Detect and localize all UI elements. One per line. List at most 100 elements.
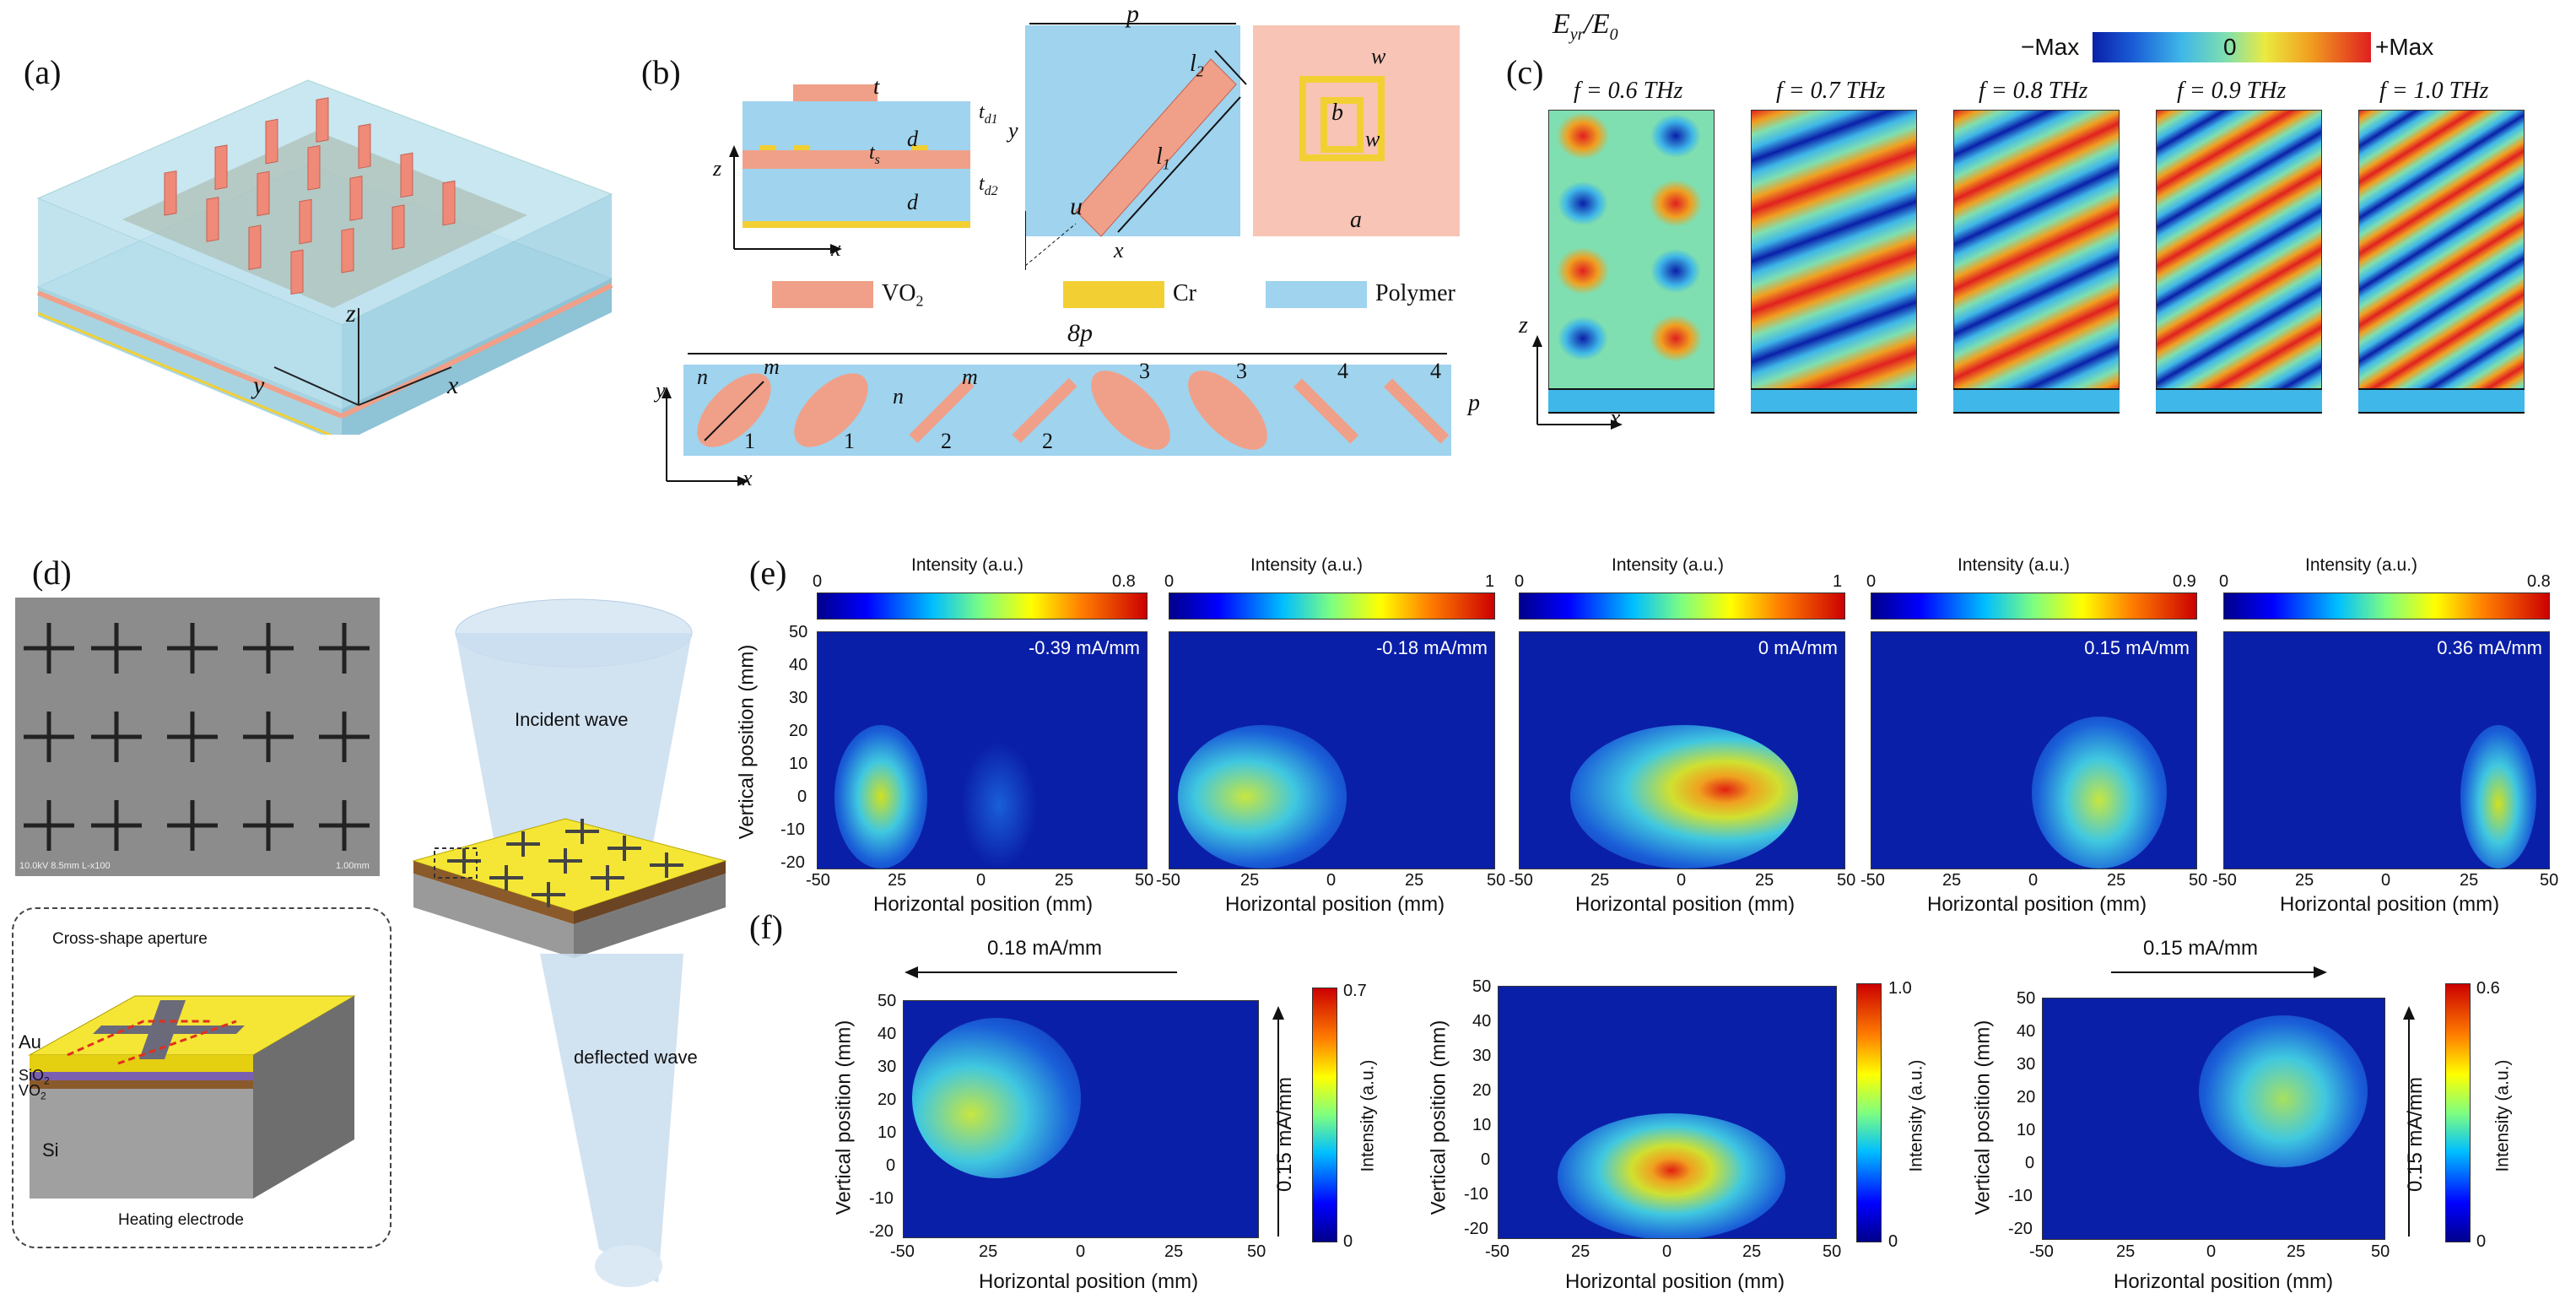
e-xtick: -50	[2212, 871, 2237, 890]
e-colorbar-2	[1169, 593, 1495, 620]
e-xtick: 25	[1240, 871, 1260, 890]
e-xlabel-4: Horizontal position (mm)	[1927, 893, 2147, 916]
legend-vo2-swatch	[772, 281, 873, 308]
b-super-p: p	[1468, 390, 1480, 416]
b-cross-section	[743, 84, 970, 228]
e-xtick: 0	[1677, 871, 1687, 890]
b-num-2b: 2	[1042, 429, 1053, 453]
b-unit-cell	[1253, 25, 1460, 236]
f-cbar-title-2: Intensity (a.u.)	[1906, 1059, 1926, 1172]
c-field-map-3	[1953, 110, 2120, 411]
f-ytick: 30	[878, 1058, 897, 1076]
f-ytick: 20	[1472, 1081, 1492, 1100]
f-xtick: 0	[2206, 1242, 2217, 1261]
c-freq-1: f = 0.6 THz	[1574, 78, 1683, 104]
c-substrate-3	[1953, 388, 2120, 414]
d-heater-label: Heating electrode	[118, 1211, 244, 1229]
b-cross-z: z	[713, 156, 722, 181]
f-xtick: 50	[2371, 1242, 2390, 1261]
c-colorbar	[2093, 32, 2371, 62]
b-cross-x: x	[831, 236, 841, 261]
f-colorbar-3	[2445, 983, 2471, 1242]
f-colorbar-1	[1312, 988, 1337, 1242]
e-heatmap-3: 0 mA/mm	[1519, 631, 1845, 869]
c-field-map-4	[2156, 110, 2322, 411]
e-xtick: 50	[1837, 871, 1856, 890]
f-v-current-3: 0.15 mA/mm	[2404, 1076, 2427, 1193]
c-cbar-min: −Max	[2021, 34, 2080, 60]
f-h-current-3: 0.15 mA/mm	[2143, 937, 2259, 960]
e-current-1: -0.39 mA/mm	[1028, 637, 1140, 658]
e-xtick: 50	[1135, 871, 1154, 890]
e-xtick: 25	[2295, 871, 2314, 890]
f-ytick: -10	[869, 1189, 894, 1208]
c-substrate-5	[2358, 388, 2525, 414]
e-cbar-title-5: Intensity (a.u.)	[2305, 555, 2418, 575]
e-cbar-title-2: Intensity (a.u.)	[1250, 555, 1364, 575]
b-w-label-2: w	[1365, 127, 1380, 151]
e-xtick: -50	[1156, 871, 1180, 890]
e-colorbar-3	[1519, 593, 1845, 620]
b-u-label: u	[1070, 192, 1083, 220]
e-current-4: 0.15 mA/mm	[2084, 637, 2190, 658]
d-inset-frame	[12, 907, 392, 1248]
legend-cr-label: Cr	[1173, 280, 1196, 306]
d-incident-label: Incident wave	[515, 709, 629, 730]
d-cross-label: Cross-shape aperture	[52, 930, 208, 948]
f-v-current-1: 0.15 mA/mm	[1273, 1076, 1297, 1193]
d-vo2-label: VO2	[19, 1082, 46, 1102]
b-8p-arrow	[688, 353, 1447, 354]
f-cbar-title-3: Intensity (a.u.)	[2492, 1059, 2513, 1172]
f-xtick: 50	[1247, 1242, 1266, 1261]
e-cbar-min-1: 0	[813, 572, 823, 591]
e-xtick: 50	[1487, 871, 1506, 890]
e-cbar-title-1: Intensity (a.u.)	[911, 555, 1024, 575]
panel-d-label: (d)	[32, 554, 72, 592]
b-w-label-1: w	[1371, 44, 1386, 68]
e-cbar-max-2: 1	[1485, 572, 1495, 591]
e-cbar-max-3: 1	[1833, 572, 1843, 591]
e-ytick: 0	[797, 787, 807, 806]
f-ytick: -20	[869, 1222, 894, 1241]
c-freq-3: f = 0.8 THz	[1979, 78, 2088, 104]
panel-c-label: (c)	[1506, 53, 1544, 91]
e-xtick: 0	[2028, 871, 2039, 890]
c-substrate-2	[1751, 388, 1917, 414]
f-heatmap-2	[1498, 986, 1837, 1239]
b-n1: n	[697, 365, 708, 389]
f-heatmap-3	[2042, 998, 2385, 1240]
f-cbar-min-1: 0	[1343, 1232, 1353, 1251]
b-a-label: a	[1350, 207, 1362, 233]
e-cbar-max-4: 0.9	[2173, 572, 2196, 591]
d-deflected-label: deflected wave	[574, 1047, 698, 1068]
d-au-label: Au	[19, 1031, 41, 1053]
b-num-2a: 2	[941, 429, 952, 453]
c-field-map-1	[1548, 110, 1715, 411]
f-ytick: 20	[2017, 1088, 2036, 1107]
b-t-label: t	[873, 74, 880, 99]
e-ytick: -20	[780, 853, 805, 872]
f-ytick: 0	[886, 1156, 896, 1175]
f-xlabel-3: Horizontal position (mm)	[2114, 1270, 2334, 1293]
e-cbar-min-5: 0	[2219, 572, 2229, 591]
f-ytick: 40	[878, 1025, 897, 1043]
b-td2-label: td2	[979, 173, 998, 198]
f-v-arrow-1	[1272, 1006, 1284, 1237]
b-super-x: x	[743, 466, 753, 490]
c-substrate-4	[2156, 388, 2322, 414]
e-current-3: 0 mA/mm	[1758, 637, 1838, 658]
e-cbar-min-2: 0	[1164, 572, 1175, 591]
f-ytick: 50	[878, 992, 897, 1010]
e-cbar-max-1: 0.8	[1112, 572, 1136, 591]
b-top-view-bar	[1025, 23, 1247, 270]
f-cbar-min-3: 0	[2476, 1232, 2487, 1251]
f-xtick: 0	[1662, 1242, 1672, 1261]
panel-f-label: (f)	[749, 908, 783, 946]
b-super-axes	[662, 387, 749, 486]
axis-y-label: y	[253, 371, 265, 399]
b-m1: m	[764, 354, 780, 379]
e-xtick: 0	[2381, 871, 2391, 890]
f-ytick: 10	[2017, 1121, 2036, 1139]
d-beam-diagram	[412, 598, 727, 1287]
panel-b-label: (b)	[641, 53, 681, 91]
